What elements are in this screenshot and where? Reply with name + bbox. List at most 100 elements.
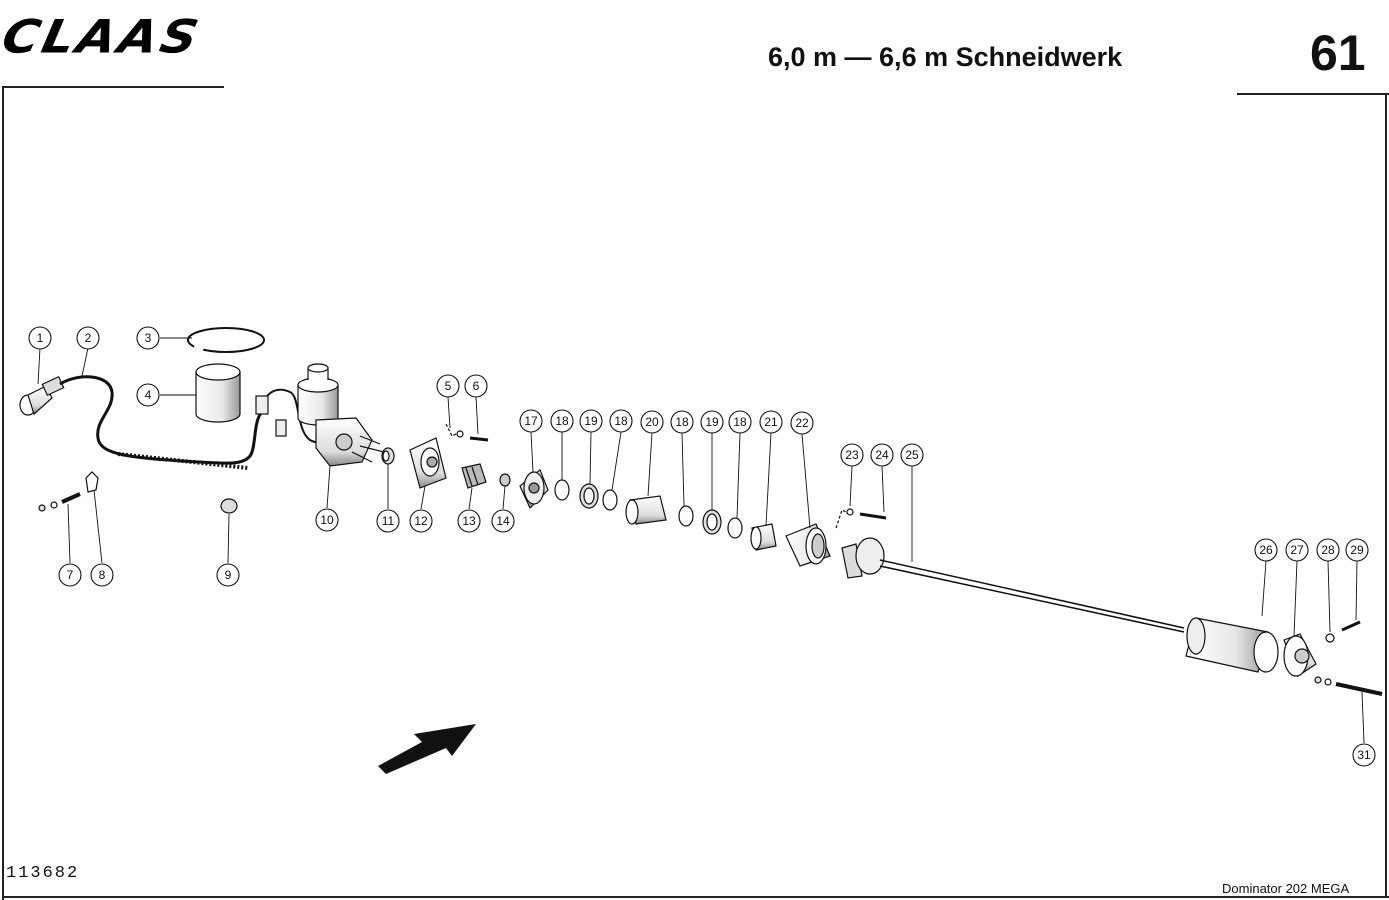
ring-part-18d xyxy=(727,517,743,539)
bolt-set-part-7 xyxy=(38,492,81,512)
callout-19: 19 xyxy=(579,409,603,433)
shaft-sleeve-part-20 xyxy=(625,495,667,525)
callout-24: 24 xyxy=(870,443,894,467)
callout-18: 18 xyxy=(728,410,752,434)
callout-label: 20 xyxy=(645,415,659,429)
callout-label: 4 xyxy=(145,388,152,402)
callout-3: 3 xyxy=(136,326,160,350)
callout-label: 21 xyxy=(764,415,778,429)
model-label: Dominator 202 MEGA xyxy=(1222,881,1350,896)
flange-part-12 xyxy=(409,437,447,489)
callout-label: 23 xyxy=(845,448,859,462)
callout-label: 27 xyxy=(1290,543,1304,557)
callout-label: 5 xyxy=(445,379,452,393)
callout-label: 18 xyxy=(675,415,689,429)
grommet-part-9 xyxy=(220,498,238,514)
callout-28: 28 xyxy=(1316,538,1340,562)
sleeve-tube-part-26 xyxy=(1185,617,1279,673)
end-cap-part-27 xyxy=(1283,633,1317,677)
callout-1: 1 xyxy=(28,326,52,350)
callout-29: 29 xyxy=(1345,538,1369,562)
bearing-part-13 xyxy=(461,463,487,489)
callout-label: 12 xyxy=(414,514,428,528)
ring-part-18a xyxy=(554,479,570,501)
coupling-part-22 xyxy=(785,523,831,567)
callout-label: 10 xyxy=(320,513,334,527)
callout-25: 25 xyxy=(900,443,924,467)
callout-8: 8 xyxy=(90,563,114,587)
callout-10: 10 xyxy=(315,508,339,532)
callout-12: 12 xyxy=(409,509,433,533)
callout-label: 11 xyxy=(382,514,395,528)
ring-part-19b xyxy=(702,509,722,535)
callout-label: 9 xyxy=(225,568,232,582)
callout-label: 31 xyxy=(1357,748,1371,762)
washer-part-28 xyxy=(1325,633,1335,643)
direction-arrow xyxy=(378,724,476,774)
long-bolt-part-31 xyxy=(1335,682,1383,696)
callout-label: 18 xyxy=(614,414,628,428)
callout-18: 18 xyxy=(550,409,574,433)
frame-line-bottom xyxy=(2,896,1389,898)
callout-21: 21 xyxy=(759,410,783,434)
ring-part-18c xyxy=(678,505,694,527)
callout-17: 17 xyxy=(519,409,543,433)
drawing-number: 113682 xyxy=(6,864,80,883)
pin-part-29 xyxy=(1341,620,1361,632)
callout-label: 7 xyxy=(67,568,74,582)
callout-19: 19 xyxy=(700,410,724,434)
callout-18: 18 xyxy=(670,410,694,434)
motor-assembly-part xyxy=(297,363,385,467)
frame-line-right xyxy=(1385,93,1387,896)
callout-label: 19 xyxy=(705,415,719,429)
bushing-part-11 xyxy=(381,447,395,465)
callout-label: 26 xyxy=(1259,543,1273,557)
frame-line-top-right xyxy=(1237,93,1389,95)
callout-6: 6 xyxy=(464,374,488,398)
shaft-part-25 xyxy=(841,537,1185,633)
clamp-part-8 xyxy=(85,471,99,493)
callout-14: 14 xyxy=(491,509,515,533)
snap-ring-part xyxy=(187,327,265,353)
callout-20: 20 xyxy=(640,410,664,434)
callout-label: 17 xyxy=(524,414,538,428)
cylinder-housing-part xyxy=(195,363,241,423)
callout-label: 18 xyxy=(555,414,569,428)
nut-part-14 xyxy=(499,473,511,487)
sheet-title: 6,0 m — 6,6 m Schneidwerk xyxy=(768,42,1123,72)
callout-label: 22 xyxy=(795,416,809,430)
bushing-part-21 xyxy=(750,523,777,551)
callout-11: 11 xyxy=(376,509,400,533)
ring-part-19a xyxy=(579,483,599,509)
callout-4: 4 xyxy=(136,383,160,407)
callout-label: 8 xyxy=(99,568,106,582)
hub-disc-part-17 xyxy=(519,469,549,510)
callout-2: 2 xyxy=(76,326,100,350)
callout-label: 19 xyxy=(584,414,598,428)
page-number: 61 xyxy=(1310,25,1366,81)
callout-26: 26 xyxy=(1254,538,1278,562)
callout-label: 14 xyxy=(496,514,510,528)
callout-31: 31 xyxy=(1352,743,1376,767)
leader-lines xyxy=(37,337,1365,744)
callout-label: 3 xyxy=(145,331,152,345)
callout-label: 28 xyxy=(1321,543,1335,557)
plug-connector-part xyxy=(19,375,65,416)
callout-label: 18 xyxy=(733,415,747,429)
frame-line-left xyxy=(2,86,4,900)
callout-label: 1 xyxy=(37,331,44,345)
frame-line-top-left xyxy=(2,86,224,88)
callout-label: 6 xyxy=(473,379,480,393)
callout-22: 22 xyxy=(790,411,814,435)
callout-9: 9 xyxy=(216,563,240,587)
callout-23: 23 xyxy=(840,443,864,467)
callout-7: 7 xyxy=(58,563,82,587)
callout-label: 13 xyxy=(462,514,476,528)
callout-label: 25 xyxy=(905,448,919,462)
callout-label: 29 xyxy=(1350,543,1364,557)
callout-18: 18 xyxy=(609,409,633,433)
callout-5: 5 xyxy=(436,374,460,398)
callout-label: 24 xyxy=(875,448,889,462)
